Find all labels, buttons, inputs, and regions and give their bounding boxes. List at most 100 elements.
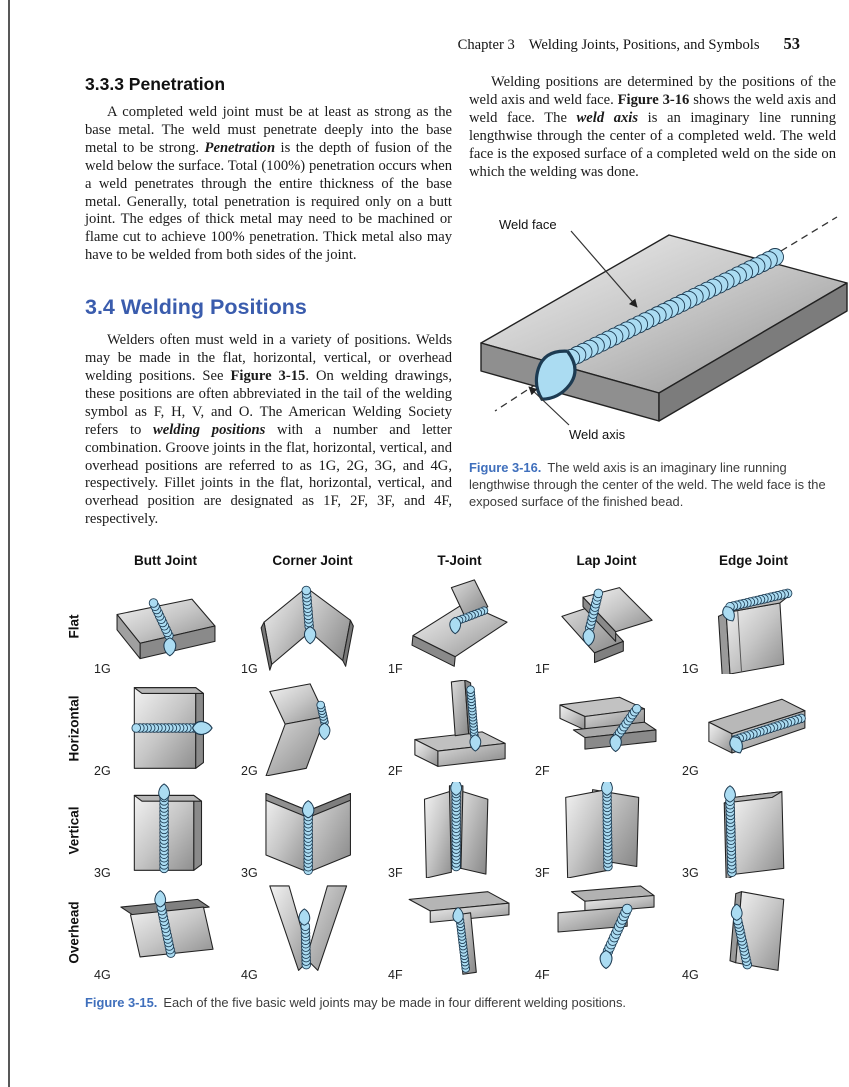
text-segment: with a number and letter combination. Gr… (85, 421, 452, 528)
figure-3-15-grid: Butt Joint Corner Joint T-Joint Lap Joint Ed… (56, 553, 849, 983)
joint-position-cell: 1G (239, 575, 386, 677)
position-code-label: 1G (241, 662, 258, 677)
position-code-label: 1F (388, 662, 403, 677)
weld-axis-label: Weld axis (569, 427, 626, 443)
position-code-label: 4G (94, 968, 111, 983)
figure-3-15-caption-label: Figure 3-15. (85, 995, 158, 1011)
section-heading-welding-positions: 3.4 Welding Positions (85, 295, 307, 320)
position-code-label: 2G (241, 764, 258, 779)
position-row-label-text: Overhead (66, 900, 82, 964)
figure-3-15-caption: Figure 3-15. Each of the five basic weld … (85, 995, 785, 1012)
text-segment: welding positions (153, 421, 266, 438)
page-number: 53 (783, 34, 801, 53)
weld-illustration (413, 680, 506, 768)
joint-position-cell: 1G (92, 575, 239, 677)
position-code-label: 3G (94, 866, 111, 881)
position-code-label: 4G (682, 968, 699, 983)
position-code-label: 4G (241, 968, 258, 983)
weld-illustration (260, 585, 354, 671)
figure-3-15-caption-text: Each of the five basic weld joints may b… (163, 995, 627, 1011)
penetration-paragraph: A completed weld joint must be at least … (85, 104, 452, 265)
position-code-label: 3G (241, 866, 258, 881)
weld-illustration (268, 885, 347, 972)
joint-position-cell: 3G (92, 779, 239, 881)
weld-illustration (116, 598, 215, 660)
weld-illustration (558, 696, 656, 753)
figure-3-16-caption-text: The weld axis is an imaginary line runni… (469, 460, 826, 510)
joint-position-cell: 2G (239, 677, 386, 779)
weld-illustration (557, 885, 655, 970)
text-segment: weld axis (576, 109, 639, 126)
weld-illustration (560, 587, 653, 664)
text-segment: is an imaginary line running lengthwise … (469, 109, 837, 180)
joint-position-cell: 2G (680, 677, 827, 779)
weld-illustration (707, 698, 806, 754)
figure-3-16-caption: Figure 3-16.The weld axis is an imaginar… (469, 460, 836, 510)
joint-position-cell: 4G (239, 881, 386, 983)
position-code-label: 4F (535, 968, 550, 983)
weld-illustration (723, 785, 784, 879)
weld-illustration (728, 891, 784, 972)
joint-position-cell: 4F (386, 881, 533, 983)
position-code-label: 2F (388, 764, 403, 779)
position-code-label: 1G (682, 662, 699, 677)
two-column-layout: 3.3.3 Penetration A completed weld joint… (0, 54, 849, 529)
position-row-label-text: Vertical (66, 806, 82, 855)
weld-face-label: Weld face (499, 217, 557, 233)
position-code-label: 3F (388, 866, 403, 881)
weld-illustration (119, 890, 214, 958)
joint-column-header: Corner Joint (272, 553, 353, 569)
position-code-label: 3G (682, 866, 699, 881)
joint-position-cell: 2G (92, 677, 239, 779)
chapter-label: Chapter 3 (457, 37, 515, 53)
weld-illustration (264, 683, 330, 777)
figure-3-16-caption-label: Figure 3-16. (469, 460, 542, 476)
weld-illustration (264, 793, 351, 876)
position-code-label: 4F (388, 968, 403, 983)
weld-illustration (423, 782, 488, 879)
left-column: 3.3.3 Penetration A completed weld joint… (85, 74, 452, 529)
weld-illustration (564, 782, 639, 879)
joint-column-header: T-Joint (437, 553, 482, 569)
weld-illustration (130, 687, 213, 769)
text-segment: Welders often must weld in a variety of … (85, 332, 452, 384)
text-segment: A completed weld joint must be at least … (85, 104, 452, 156)
position-row-label-text: Horizontal (66, 695, 82, 762)
joint-position-cell: 3G (680, 779, 827, 881)
position-row-label: Horizontal (56, 677, 92, 779)
joint-column-header: Lap Joint (576, 553, 637, 569)
position-code-label: 2G (94, 764, 111, 779)
joint-column-header: Butt Joint (134, 553, 197, 569)
text-segment: Figure 3-16 (617, 91, 690, 108)
weld-illustration (408, 891, 509, 975)
text-segment: shows the weld axis and weld face. The (469, 91, 836, 126)
section-heading-penetration: 3.3.3 Penetration (85, 74, 226, 94)
chapter-title: Welding Joints, Positions, and Symbols (528, 37, 760, 53)
running-header: Chapter 3 Welding Joints, Positions, and … (0, 0, 849, 54)
position-row-label: Vertical (56, 779, 92, 881)
joint-position-cell: 3F (533, 779, 680, 881)
joint-position-cell: 2F (386, 677, 533, 779)
position-code-label: 1F (535, 662, 550, 677)
weld-axis-illustration (480, 216, 848, 426)
text-segment: is the depth of fusion of the weld below… (85, 139, 452, 264)
joint-position-cell: 3F (386, 779, 533, 881)
joint-position-cell: 1G (680, 575, 827, 677)
position-row-label-text: Flat (66, 614, 82, 639)
position-code-label: 1G (94, 662, 111, 677)
weld-illustration (717, 588, 792, 675)
right-column: Welding positions are determined by the … (469, 74, 848, 529)
position-code-label: 2G (682, 764, 699, 779)
joint-position-cell: 4G (92, 881, 239, 983)
text-segment: Penetration (204, 139, 276, 156)
figure-3-16: Weld face Weld axis (469, 195, 849, 452)
joint-column-header: Edge Joint (718, 553, 788, 569)
joint-position-cell: 4F (533, 881, 680, 983)
joint-position-cell: 3G (239, 779, 386, 881)
weld-illustration (410, 579, 508, 667)
joint-position-cell: 4G (680, 881, 827, 983)
text-segment: . On welding drawings, these positions a… (85, 367, 452, 438)
joint-position-cell: 1F (533, 575, 680, 677)
welding-positions-paragraph: Welders often must weld in a variety of … (85, 332, 452, 529)
